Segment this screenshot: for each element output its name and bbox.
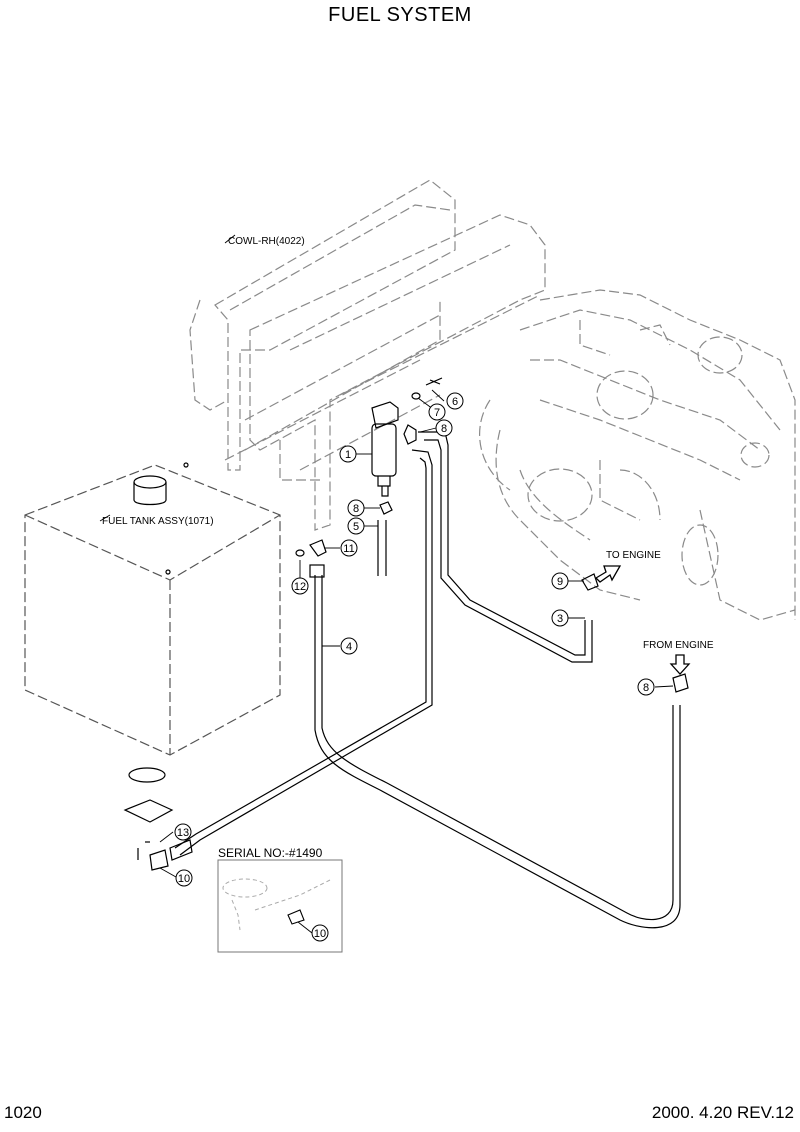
serial-inset [217,859,343,953]
callout-10: 10 [178,873,190,885]
callout-1: 1 [345,449,351,461]
cowl-label: COWL-RH(4022) [228,236,305,247]
callout-13: 13 [177,827,189,839]
to-engine-label: TO ENGINE [606,550,661,561]
callout-8: 8 [643,682,649,694]
callout-8: 8 [353,503,359,515]
callout-3: 3 [557,613,563,625]
page-title: FUEL SYSTEM [328,4,472,26]
flow-arrows [594,565,691,675]
callout-5: 5 [353,521,359,533]
serial-no-label: SERIAL NO:-#1490 [218,846,323,860]
callout-10: 10 [314,928,326,940]
callout-4: 4 [346,641,352,653]
callout-numbers: 1 8 5 6 7 8 11 12 4 9 3 8 13 10 10 [177,396,649,940]
callout-7: 7 [434,407,440,419]
fuel-tank [24,462,281,756]
phantom-machine-outline [189,179,796,621]
callout-6: 6 [452,396,458,408]
page-number: 1020 [4,1103,42,1122]
leader-lines [99,234,674,934]
callout-circles [174,392,655,942]
diagram-labels: COWL-RH(4022) FUEL TANK ASSY(1071) TO EN… [102,236,714,860]
fuel-filter [371,377,443,497]
from-engine-label: FROM ENGINE [643,640,714,651]
fuel-tank-label: FUEL TANK ASSY(1071) [102,516,214,527]
callout-12: 12 [294,581,306,593]
revision-date: 2000. 4.20 REV.12 [651,1103,794,1122]
fittings [123,539,689,871]
callout-9: 9 [557,576,563,588]
callout-8: 8 [441,423,447,435]
callout-11: 11 [343,543,354,555]
